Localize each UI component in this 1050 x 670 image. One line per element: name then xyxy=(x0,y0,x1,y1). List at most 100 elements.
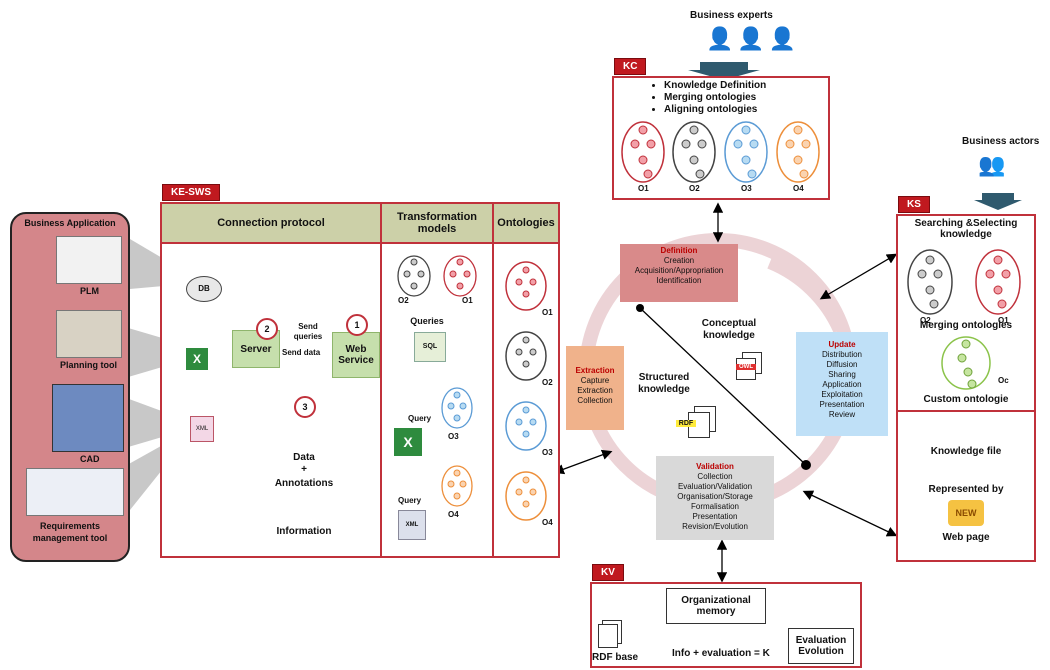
excel-query-icon: X xyxy=(394,428,422,456)
experts-icon: 👤👤👤 xyxy=(706,26,801,51)
extraction-line: Capture xyxy=(580,376,610,385)
validation-title: Validation xyxy=(696,462,734,471)
kc-bullets: Knowledge Definition Merging ontologies … xyxy=(654,80,766,116)
update-line: Exploitation xyxy=(821,390,863,399)
new-badge-icon: NEW xyxy=(948,500,984,526)
t-o4-label: O4 xyxy=(448,510,459,519)
ks-divider xyxy=(898,410,1034,412)
business-actors-label: Business actors xyxy=(962,136,1040,147)
actors-icon: 👥 xyxy=(978,152,1008,177)
query-1-label: Query xyxy=(408,414,432,423)
extraction-title: Extraction xyxy=(575,366,615,375)
ks-o1-label: O1 xyxy=(998,316,1009,325)
o1-label: O1 xyxy=(542,308,553,317)
kews-box: Connection protocol Transformation model… xyxy=(160,202,560,558)
step-1-badge: 1 xyxy=(346,314,368,336)
rdf-base-doc-front xyxy=(598,624,618,648)
kc-o2-label: O2 xyxy=(689,184,700,193)
validation-line: Collection xyxy=(697,472,733,481)
requirements-thumbnail xyxy=(26,468,124,516)
extraction-line: Collection xyxy=(577,396,613,405)
xml-query-icon: XML xyxy=(398,510,426,540)
kv-box: Organizational memory Evaluation Evoluti… xyxy=(590,582,862,668)
definition-line: Identification xyxy=(656,276,702,285)
kc-o3-label: O3 xyxy=(741,184,752,193)
plus-label: + xyxy=(301,464,307,475)
definition-box: Definition Creation Acquisition/Appropri… xyxy=(620,244,738,302)
planning-thumbnail xyxy=(56,310,122,358)
ks-custom-ontology xyxy=(941,336,991,390)
owl-badge: OWL xyxy=(736,364,756,370)
ontologies-column xyxy=(505,261,547,521)
business-app-title: Business Application xyxy=(24,218,116,228)
definition-title: Definition xyxy=(660,246,698,255)
col-ontologies-header: Ontologies xyxy=(494,204,558,242)
requirements-label: Requirements management tool xyxy=(32,521,108,543)
send-data-label: Send data xyxy=(282,348,321,357)
query-2-label: Query xyxy=(398,496,422,505)
ks-title: Searching &Selecting knowledge xyxy=(914,218,1018,240)
ks-o2-label: O2 xyxy=(920,316,931,325)
extraction-line: Extraction xyxy=(577,386,613,395)
update-line: Sharing xyxy=(828,370,856,379)
cad-thumbnail xyxy=(52,384,124,452)
planning-label: Planning tool xyxy=(60,360,117,370)
data-label: Data xyxy=(293,452,315,463)
update-title: Update xyxy=(828,340,856,349)
header-divider xyxy=(162,242,558,244)
step-2-badge: 2 xyxy=(256,318,278,340)
annotations-label: Annotations xyxy=(274,478,334,489)
col-connection-header: Connection protocol xyxy=(162,204,380,242)
business-experts-label: Business experts xyxy=(690,10,773,21)
definition-line: Creation xyxy=(663,256,695,265)
ks-ontologies xyxy=(907,249,1021,315)
queries-label: Queries xyxy=(410,316,444,326)
extraction-box: Extraction Capture Extraction Collection xyxy=(566,346,624,430)
validation-line: Presentation xyxy=(692,512,738,521)
ks-box: Searching &Selecting knowledge O2 O1 Mer… xyxy=(896,214,1036,562)
org-memory-box: Organizational memory xyxy=(666,588,766,624)
funnel-cad xyxy=(118,395,186,450)
ks-oc-label: Oc xyxy=(998,376,1009,385)
t-o3-ontology xyxy=(441,387,473,429)
evaluation-box: Evaluation Evolution xyxy=(788,628,854,664)
step-3-badge: 3 xyxy=(294,396,316,418)
t-o4-ontology xyxy=(441,465,473,507)
t-o1-label: O1 xyxy=(462,296,473,305)
validation-line: Revision/Evolution xyxy=(682,522,748,531)
o4-label: O4 xyxy=(542,518,553,527)
ks-represented-by: Represented by xyxy=(928,484,1004,495)
structured-knowledge-label: Structured knowledge xyxy=(638,372,690,395)
ks-custom-title: Custom ontologie xyxy=(923,394,1009,405)
validation-box: Validation Collection Evaluation/Validat… xyxy=(656,456,774,540)
kc-bullet: Merging ontologies xyxy=(664,92,766,104)
kc-tag: KC xyxy=(614,58,647,75)
kc-ontologies xyxy=(621,121,820,183)
ks-tag: KS xyxy=(898,196,930,213)
o3-label: O3 xyxy=(542,448,553,457)
sql-icon: SQL xyxy=(414,332,446,362)
update-line: Diffusion xyxy=(826,360,858,369)
web-service-box: Web Service xyxy=(332,332,380,378)
db-icon: DB xyxy=(186,276,222,302)
send-queries-label: Send queries xyxy=(293,322,323,341)
kc-bullet: Knowledge Definition xyxy=(664,80,766,92)
update-line: Review xyxy=(828,410,856,419)
t-o3-label: O3 xyxy=(448,432,459,441)
cad-label: CAD xyxy=(80,454,100,464)
information-label: Information xyxy=(276,526,332,537)
plm-label: PLM xyxy=(80,286,99,296)
kc-box: Knowledge Definition Merging ontologies … xyxy=(612,76,830,200)
kv-tag: KV xyxy=(592,564,624,581)
kv-equation-label: Info + evaluation = K xyxy=(672,648,770,659)
ks-knowledge-file: Knowledge file xyxy=(930,446,1002,457)
kc-o1-label: O1 xyxy=(638,184,649,193)
o2-label: O2 xyxy=(542,378,553,387)
kc-o4-label: O4 xyxy=(793,184,804,193)
ks-web-page: Web page xyxy=(942,532,990,543)
transformation-ontologies xyxy=(397,255,477,297)
rdf-badge: RDF xyxy=(676,420,696,427)
update-line: Presentation xyxy=(819,400,865,409)
excel-icon: X xyxy=(186,348,208,370)
business-app-panel: Business Application PLM Planning tool C… xyxy=(10,212,130,562)
